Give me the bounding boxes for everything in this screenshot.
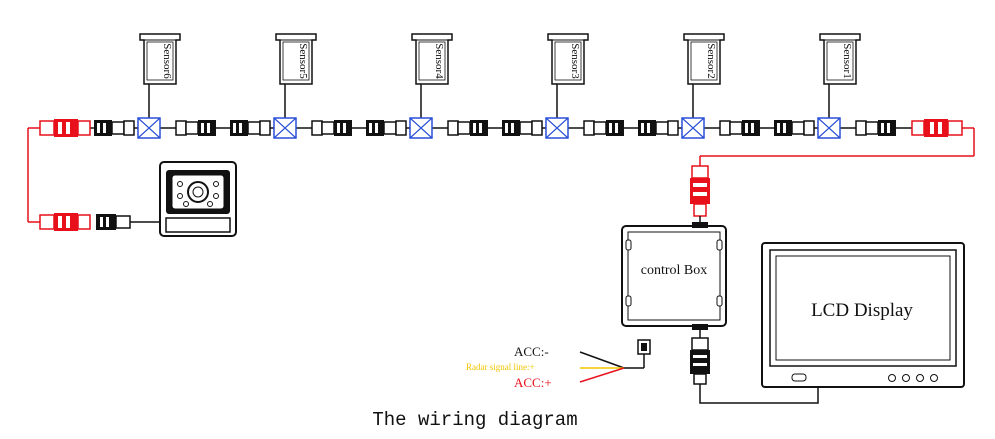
connector-icon (719, 120, 760, 136)
sensor-icon (683, 33, 725, 85)
sensor-unit-1: Sensor1 (774, 33, 896, 139)
splitter-icon (681, 117, 705, 139)
connector-icon (855, 120, 896, 136)
sensor-row: Sensor6 Sensor5 Sensor4 Sensor3 Sensor2 Senso… (94, 33, 896, 139)
connector-icon (366, 120, 407, 136)
lcd-cable (699, 384, 819, 404)
connector-icon (774, 120, 815, 136)
connector-icon (175, 120, 216, 136)
control-box-output-connector (690, 330, 710, 385)
sensor-unit-5: Sensor5 (230, 33, 352, 139)
control-box-label: control Box (641, 263, 708, 278)
splitter-icon (137, 117, 161, 139)
left-bottom-red-connector (39, 213, 91, 231)
connector-icon (583, 120, 624, 136)
sensor-unit-2: Sensor2 (638, 33, 760, 139)
splitter-icon (817, 117, 841, 139)
splitter-icon (545, 117, 569, 139)
acc-plus-label: ACC:+ (514, 375, 552, 390)
sensor-label: Sensor3 (569, 43, 581, 79)
connector-icon (638, 120, 679, 136)
connector-icon (94, 120, 135, 136)
sensor-label: Sensor2 (705, 43, 717, 78)
sensor-unit-3: Sensor3 (502, 33, 624, 139)
left-top-red-connector (39, 119, 91, 137)
sensor-icon (547, 33, 589, 85)
camera-icon (159, 161, 237, 237)
sensor-icon (411, 33, 453, 85)
control-box-input-connector (690, 165, 710, 217)
control-box-icon (621, 222, 727, 330)
connector-icon (502, 120, 543, 136)
sensor-icon (139, 33, 181, 85)
splitter-icon (409, 117, 433, 139)
sensor-icon (819, 33, 861, 85)
sensor-label: Sensor4 (433, 43, 445, 79)
diagram-caption: The wiring diagram (372, 409, 577, 431)
lcd-label: LCD Display (811, 300, 913, 321)
sensor-icon (275, 33, 317, 85)
sensor-label: Sensor1 (841, 43, 853, 78)
splitter-icon (273, 117, 297, 139)
sensor-label: Sensor6 (161, 43, 173, 79)
connector-icon (447, 120, 488, 136)
right-top-red-connector (911, 119, 963, 137)
connector-icon (311, 120, 352, 136)
sensor-label: Sensor5 (297, 43, 309, 79)
camera-connector (96, 214, 160, 230)
connector-icon (230, 120, 271, 136)
acc-minus-label: ACC:- (514, 344, 549, 359)
power-wiring (579, 339, 651, 383)
lcd-monitor-icon (761, 242, 965, 388)
radar-signal-label: Radar signal line:+ (466, 362, 535, 372)
sensor-unit-4: Sensor4 (366, 33, 488, 139)
sensor-unit-6: Sensor6 (94, 33, 216, 139)
